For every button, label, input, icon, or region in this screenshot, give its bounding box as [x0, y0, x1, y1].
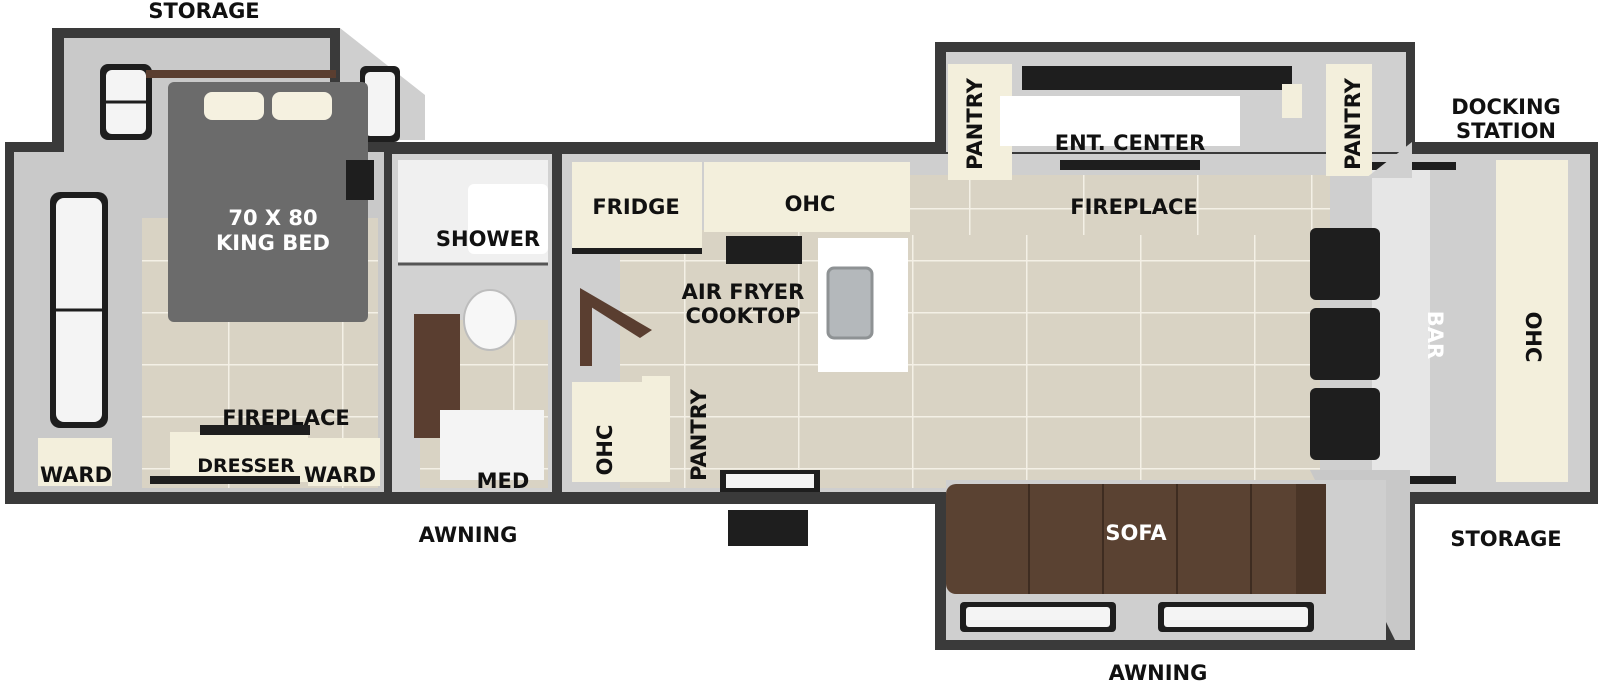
bar-stool: [1310, 308, 1380, 380]
living-floor: [620, 230, 1320, 488]
med-label: MED: [477, 469, 530, 493]
shower-label: SHOWER: [436, 227, 540, 251]
wardrobe-left: [38, 438, 112, 486]
lower-overhead-cabinet: [572, 382, 642, 482]
tv: [1022, 66, 1292, 90]
pantry-top-right-label: PANTRY: [1341, 77, 1365, 170]
ent-center-label: ENT. CENTER: [1055, 131, 1206, 155]
bed-size-label: 70 X 80: [228, 206, 317, 230]
toilet: [463, 289, 517, 351]
right-overhead-cabinet: [1496, 160, 1568, 482]
pillow: [272, 92, 332, 120]
storage-right-label: STORAGE: [1450, 527, 1561, 551]
dresser: [170, 432, 308, 482]
sofa-label: SOFA: [1105, 521, 1167, 545]
room-labels: STORAGE 70 X 80 KING BED FIREPLACE WARD …: [40, 0, 1562, 685]
cooktop-label: COOKTOP: [686, 304, 801, 328]
bedroom-fireplace-label: FIREPLACE: [222, 406, 349, 430]
sofa-slide: [946, 480, 1386, 640]
right-ohc-label: OHC: [1521, 312, 1545, 363]
main-living: [562, 52, 1590, 640]
ward-right-label: WARD: [304, 463, 376, 487]
dresser-label: DRESSER: [197, 455, 295, 477]
pillow: [204, 92, 264, 120]
fridge: [572, 162, 702, 248]
air-fryer-label: AIR FRYER: [682, 280, 805, 304]
bathroom: [392, 154, 552, 492]
awning-left-label: AWNING: [419, 523, 518, 547]
bed-type-label: KING BED: [216, 231, 330, 255]
entertainment-center: [1000, 96, 1240, 146]
pantry-top-left-label: PANTRY: [963, 77, 987, 170]
ward-left-label: WARD: [40, 463, 112, 487]
cooktop: [726, 236, 802, 264]
wardrobe-right: [308, 438, 380, 486]
king-bed: [168, 82, 368, 322]
docking-station-label: STATION: [1456, 119, 1556, 143]
outside-step: [728, 510, 808, 546]
bar-stool: [1310, 388, 1380, 460]
fridge-label: FRIDGE: [592, 195, 679, 219]
kitchen-overhead-cabinet: [704, 162, 910, 232]
bedroom: [14, 28, 425, 492]
med-cabinet: [440, 410, 544, 480]
living-fireplace: [1060, 160, 1200, 170]
sink: [826, 266, 874, 340]
kitchen-ohc-label: OHC: [785, 192, 836, 216]
living-fireplace-label: FIREPLACE: [1070, 195, 1197, 219]
pantry-top-right: [1326, 64, 1372, 176]
storage-label: STORAGE: [148, 0, 259, 23]
bed-headboard: [146, 70, 336, 78]
bedroom-fireplace: [200, 425, 310, 435]
bar: [1372, 168, 1430, 478]
bar-label: BAR: [1423, 311, 1447, 359]
docking-label: DOCKING: [1451, 95, 1561, 119]
lower-pantry-label: PANTRY: [687, 388, 711, 481]
awning-bottom-label: AWNING: [1109, 661, 1208, 685]
bar-stool: [1310, 228, 1380, 300]
sofa: [946, 484, 1326, 594]
lower-ohc-label: OHC: [593, 425, 617, 476]
